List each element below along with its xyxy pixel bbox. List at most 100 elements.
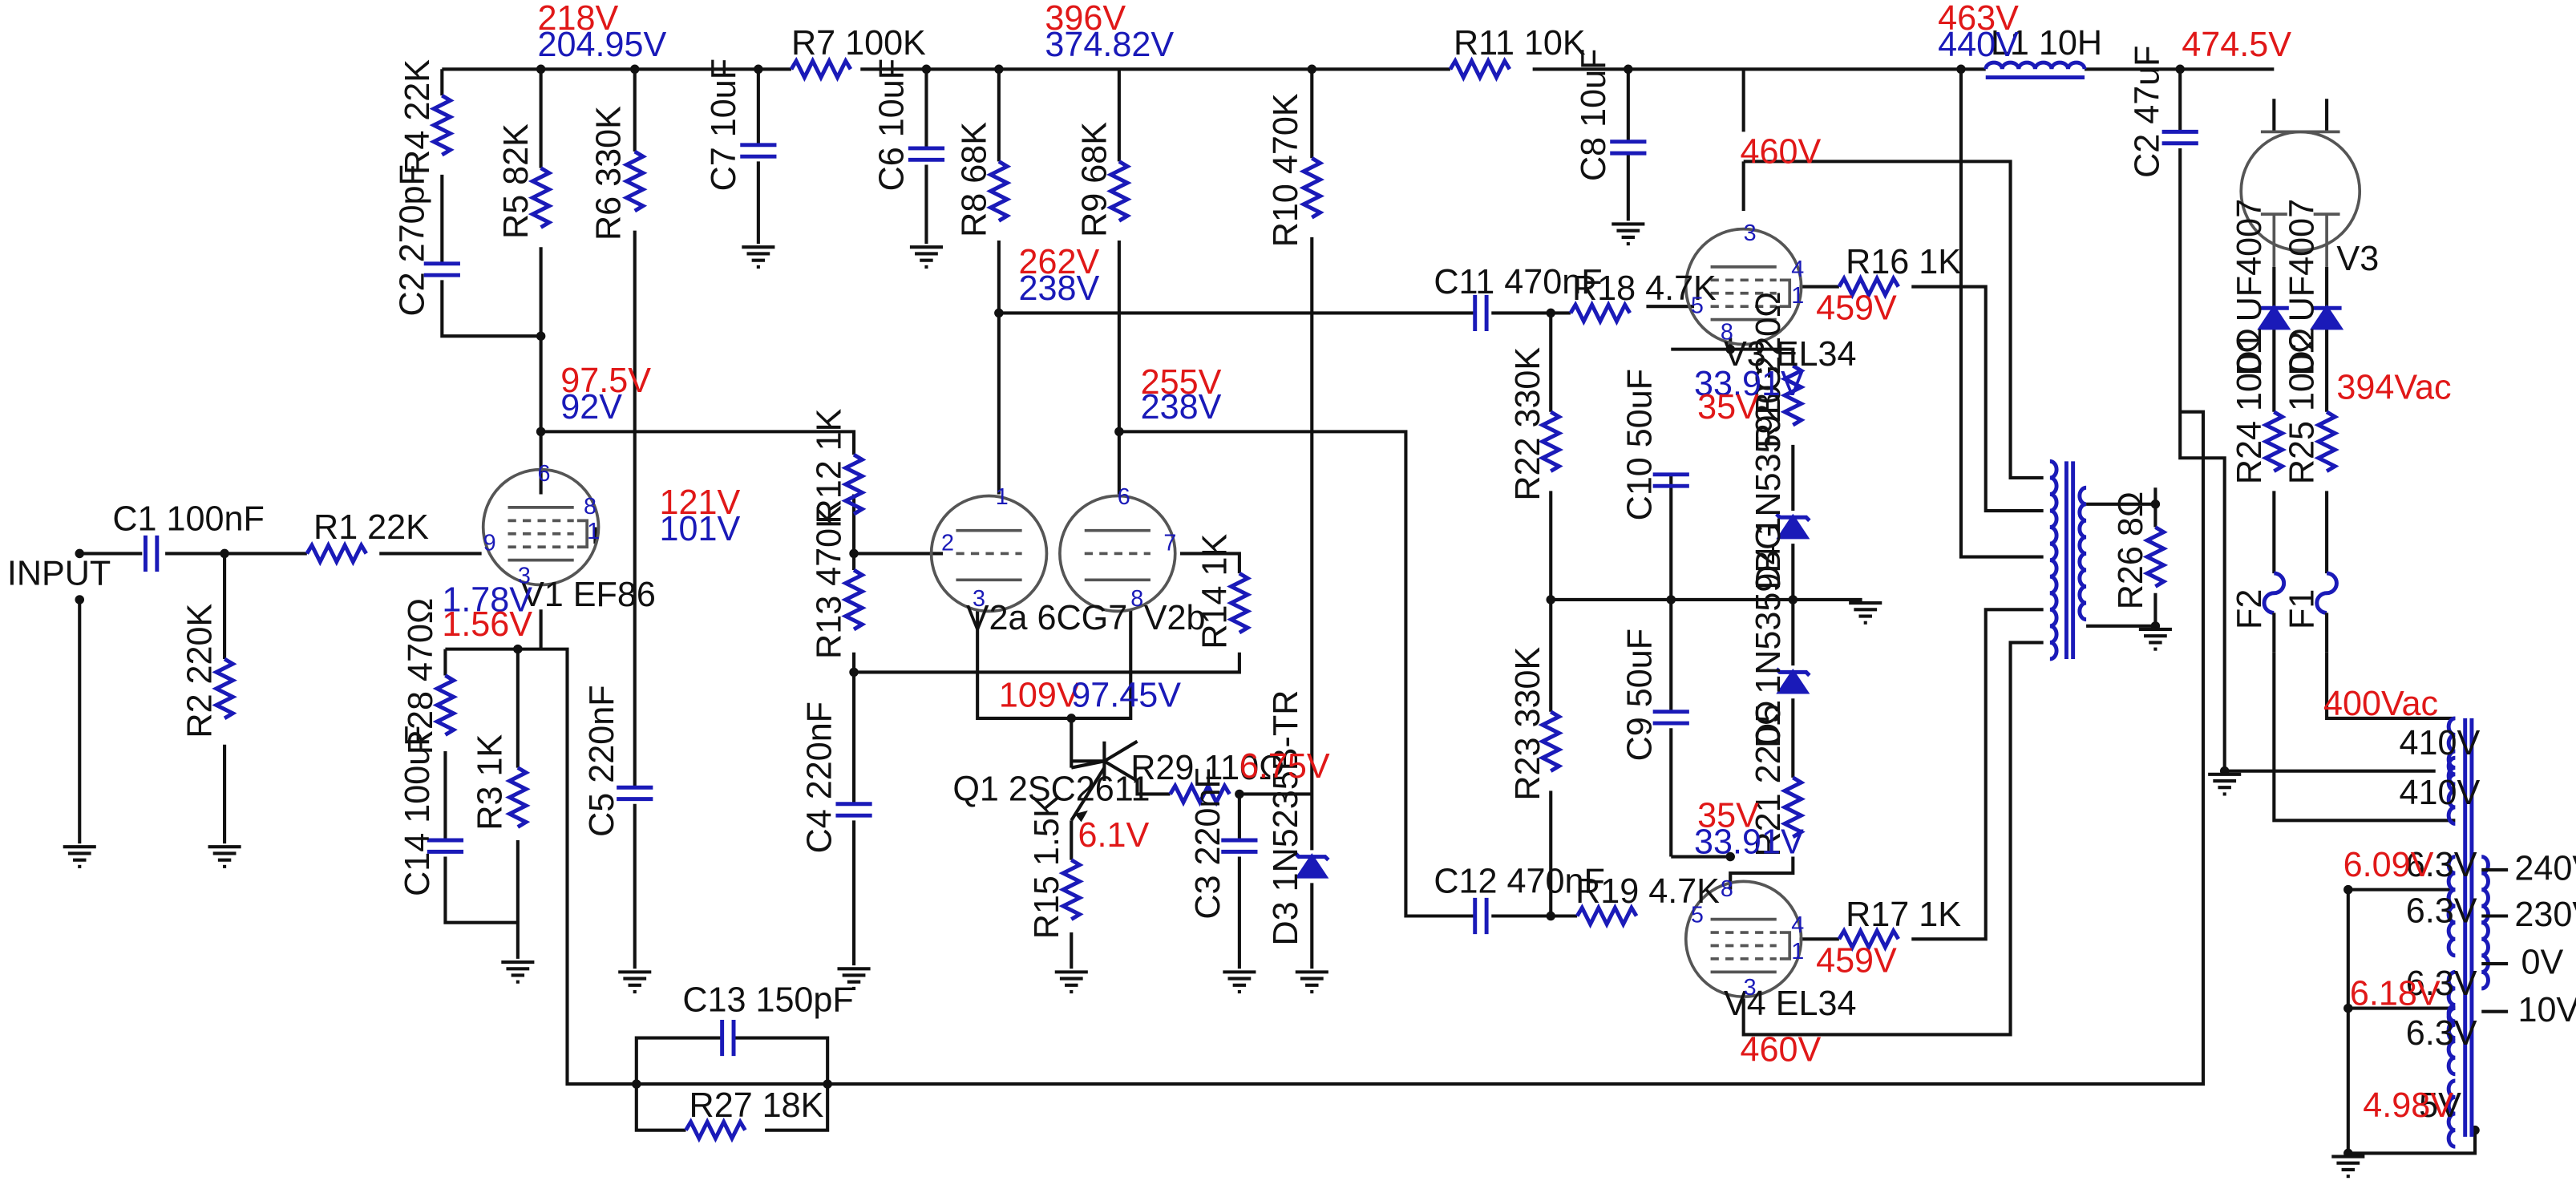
label-r16: R16 1K <box>1846 243 1961 281</box>
label-c14: C14 100uF <box>398 725 437 896</box>
label-r17: R17 1K <box>1846 896 1961 934</box>
label-tap-410b: 410V <box>2400 774 2481 812</box>
ground-symbol <box>2331 1157 2364 1177</box>
voltage-reading: 440V <box>1938 26 2019 64</box>
voltage-reading: 101V <box>660 510 741 548</box>
label-r1: R1 22K <box>313 508 429 547</box>
voltage-reading: 459V <box>1816 941 1897 980</box>
voltage-reading: 459V <box>1816 289 1897 328</box>
label-r21: R21 220Ω <box>1749 700 1788 856</box>
ground-symbol <box>618 972 651 992</box>
capacitor-c2-47uf <box>2162 131 2198 143</box>
pin-number: 2 <box>941 530 954 556</box>
label-v3-el34: V3 EL34 <box>1724 335 1857 374</box>
ground-symbol <box>1055 972 1088 992</box>
label-r6: R6 330K <box>589 106 628 241</box>
voltage-reading: 1.78V <box>442 580 532 619</box>
label-r5: R5 82K <box>497 123 536 239</box>
inductor-l1 <box>1984 60 2087 80</box>
label-r2: R2 220K <box>181 603 220 738</box>
label-c9: C9 50uF <box>1621 629 1660 761</box>
label-c2-47uf: C2 47uF <box>2128 45 2166 177</box>
pin-number: 8 <box>1130 586 1143 612</box>
pin-number: 6 <box>1118 484 1130 510</box>
voltage-reading: 33.91V <box>1694 365 1804 403</box>
pin-number: 5 <box>1691 903 1704 928</box>
voltage-reading: 218V <box>538 0 619 38</box>
voltage-reading: 6.09V <box>2343 846 2434 884</box>
label-c6: C6 10uF <box>873 59 912 191</box>
label-v1: V1 EF86 <box>521 576 656 614</box>
label-pri-10: 10V <box>2517 991 2576 1029</box>
tube-v2b <box>1058 494 1177 613</box>
rectifier-tube-v3 <box>2239 130 2362 267</box>
label-tap-63c: 6.3V <box>2406 964 2477 1003</box>
pin-number: 8 <box>584 494 596 520</box>
label-c12: C12 470nF <box>1434 863 1604 901</box>
label-d5: D5 1N5359BG <box>1749 523 1788 748</box>
label-pri-0: 0V <box>2521 943 2564 981</box>
label-r28: R28 470Ω <box>402 598 440 754</box>
label-r19: R19 4.7K <box>1575 872 1720 911</box>
ground-symbol <box>1849 603 1882 623</box>
voltage-reading: 1.56V <box>442 605 532 644</box>
pin-number: 3 <box>1744 975 1757 1001</box>
label-f1: F1 <box>2283 589 2322 629</box>
pin-number: 8 <box>1721 876 1733 902</box>
voltage-readings: 218V 204.95V 396V 374.82V 463V 440V 474.… <box>442 0 2453 1125</box>
ground-symbol <box>501 962 534 982</box>
ground-symbol <box>1223 972 1256 992</box>
pin-number: 1 <box>996 484 1009 510</box>
voltage-reading: 121V <box>660 483 741 522</box>
pin-number: 3 <box>973 586 985 612</box>
label-c8: C8 10uF <box>1575 49 1613 181</box>
label-d1: D1 UF4007 <box>2230 199 2269 376</box>
pin-number: 1 <box>587 519 600 544</box>
voltage-reading: 463V <box>1938 0 2019 38</box>
voltage-reading: 394Vac <box>2336 368 2451 406</box>
ground-symbol <box>1612 224 1644 244</box>
pin-number: 8 <box>1721 319 1733 345</box>
pin-number: 6 <box>538 461 551 487</box>
label-r22: R22 330K <box>1509 347 1547 501</box>
resistor-r11 <box>1450 61 1510 78</box>
label-c5: C5 220nF <box>583 685 621 836</box>
label-r9: R9 68K <box>1075 122 1114 237</box>
pin-number: 1 <box>1791 939 1804 964</box>
label-c3: C3 220nF <box>1189 767 1227 919</box>
ground-symbol <box>910 247 943 267</box>
resistor-r6 <box>626 152 643 211</box>
label-tap-63a: 6.3V <box>2406 846 2477 884</box>
label-r13: R13 470K <box>811 505 849 659</box>
voltage-reading: 97.5V <box>560 362 651 400</box>
capacitor-c5 <box>617 787 653 799</box>
capacitor-c7 <box>740 145 776 156</box>
pin-numbers: 6 8 9 1 3 1 2 3 6 7 8 3 4 5 8 1 8 5 4 1 … <box>483 220 1805 1001</box>
pin-number: 1 <box>1791 283 1804 309</box>
capacitor-c6 <box>908 148 944 160</box>
label-c11: C11 470nF <box>1434 263 1602 301</box>
voltage-reading: 109V <box>999 677 1080 715</box>
label-r26: R26 8Ω <box>2112 491 2150 609</box>
label-tap-5v: 5V <box>2419 1086 2461 1125</box>
voltage-reading: 255V <box>1141 363 1222 402</box>
voltage-reading: 238V <box>1019 269 1100 308</box>
label-d3: D3 1N5235B-TR <box>1267 690 1305 946</box>
voltage-reading: 474.5V <box>2182 26 2291 64</box>
ground-symbol <box>2139 629 2172 649</box>
label-c1: C1 100nF <box>112 500 264 539</box>
label-r3: R3 1K <box>471 734 509 831</box>
label-v4-el34: V4 EL34 <box>1724 985 1857 1023</box>
label-r20: R20 220Ω <box>1749 292 1788 448</box>
resistor-r3 <box>510 768 527 827</box>
label-pri-240: 240V <box>2514 849 2576 888</box>
label-f2: F2 <box>2230 589 2269 629</box>
label-v2a: V2a 6CG7 <box>966 599 1127 637</box>
voltage-reading: 400Vac <box>2323 685 2438 723</box>
label-r18: R18 4.7K <box>1572 269 1717 308</box>
capacitor-c4 <box>835 804 871 815</box>
voltage-reading: 396V <box>1045 0 1126 38</box>
label-r8: R8 68K <box>955 122 993 237</box>
ground-symbol <box>208 847 241 867</box>
voltage-reading: 6.18V <box>2350 974 2441 1013</box>
